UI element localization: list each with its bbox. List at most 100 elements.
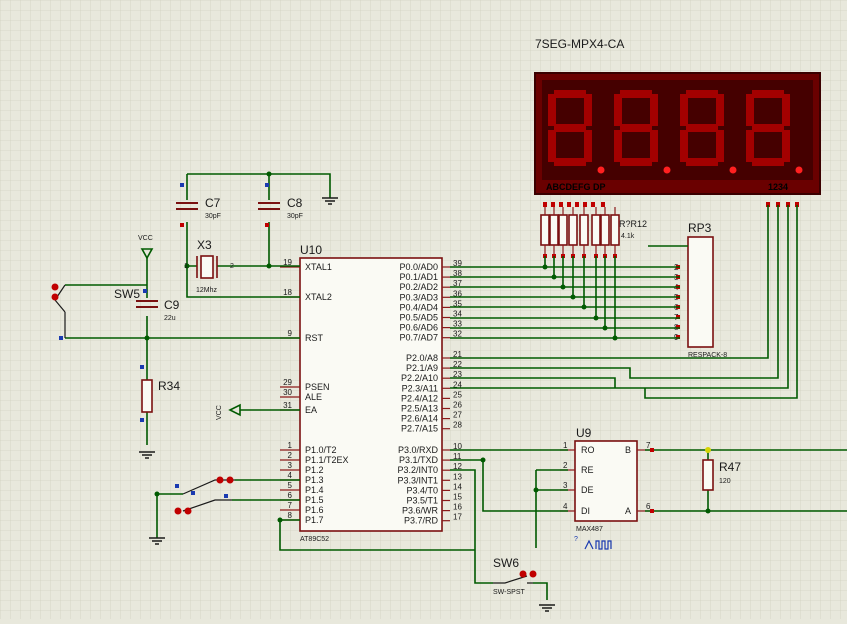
u10-pin-number: 36 [453, 289, 462, 298]
segment [554, 90, 586, 98]
rp3-pin-indicator [676, 325, 680, 329]
c9-capacitor[interactable]: C9 22u [136, 298, 180, 322]
segment [752, 124, 784, 132]
u10-part: AT89C52 [300, 536, 329, 543]
vcc-label-2: VCC [216, 405, 223, 420]
u9-pin-number: 2 [563, 461, 568, 470]
pin-indicators [59, 183, 654, 513]
u10-pin-name: P0.3/AD3 [399, 292, 438, 302]
u10-pin-name: P1.7 [305, 515, 324, 525]
u10-pin-name: P0.1/AD1 [399, 272, 438, 282]
u10-pin-number: 24 [453, 380, 462, 389]
u10-pin-number: 16 [453, 503, 462, 512]
u10-pin-name: P3.0/RXD [398, 445, 439, 455]
display-pins [543, 202, 799, 207]
array-resistor [540, 214, 550, 246]
u9-pin-number: 7 [646, 441, 651, 450]
segment [686, 158, 718, 166]
u10-pin-number: 34 [453, 310, 462, 319]
u10-pin-name: P1.3 [305, 475, 324, 485]
u10-pin-name: EA [305, 405, 317, 415]
u10-pin-number: 39 [453, 259, 462, 268]
u10-pin-name: P0.4/AD4 [399, 302, 438, 312]
u10-pin-number: 19 [283, 258, 292, 267]
u10-pin-number: 6 [288, 491, 293, 500]
display-pin [559, 202, 563, 207]
u10-pin-name: P1.1/T2EX [305, 455, 349, 465]
p1-switch-pair[interactable] [174, 476, 236, 515]
u10-pin-number: 7 [288, 501, 293, 510]
ground-icon-r34 [139, 451, 155, 459]
r34-resistor[interactable]: R34 [141, 379, 180, 413]
decimal-point [795, 166, 803, 174]
u10-pin-number: 25 [453, 390, 462, 399]
u10-pin-name: P1.2 [305, 465, 324, 475]
ground-icon-sw6 [539, 604, 555, 612]
u10-pin-name: ALE [305, 392, 322, 402]
r34-ref: R34 [158, 379, 180, 393]
decimal-point [597, 166, 605, 174]
c7-value: 30pF [205, 213, 221, 220]
segment [746, 130, 754, 162]
u10-pin-name: P0.2/AD2 [399, 282, 438, 292]
display-pin [591, 202, 595, 207]
resistor-array-ref: R?R12 [619, 219, 647, 229]
x3-ref: X3 [197, 238, 212, 252]
segment [650, 130, 658, 162]
u10-pin-name: XTAL1 [305, 262, 332, 272]
u9-pin-name: RO [581, 445, 595, 455]
display-pin [551, 202, 555, 207]
u10-right-pins: 39P0.0/AD038P0.1/AD137P0.2/AD236P0.3/AD3… [397, 259, 462, 526]
segment [686, 124, 718, 132]
u10-pin-number: 17 [453, 513, 462, 522]
digit-3 [680, 90, 737, 174]
u10-pin-number: 26 [453, 401, 462, 410]
segment [614, 94, 622, 126]
sw5-switch[interactable]: SW5 [51, 283, 141, 339]
x3-crystal[interactable]: X3 12Mhz 1 2 [184, 238, 234, 294]
display-digit-pin [776, 202, 780, 207]
u10-pin-number: 35 [453, 299, 462, 308]
junction-probe-b [705, 447, 711, 453]
u10-pin-name: P3.3/INT1 [397, 475, 438, 485]
rp3-pin-indicator [676, 315, 680, 319]
array-resistor [558, 214, 568, 246]
u10-pin-number: 38 [453, 269, 462, 278]
u10-pin-name: P3.1/TXD [399, 455, 439, 465]
u10-pin-number: 30 [283, 388, 292, 397]
u9-pin-name: B [625, 445, 631, 455]
u10-pin-number: 9 [288, 329, 293, 338]
u10-pin-name: P1.4 [305, 485, 324, 495]
segment [680, 130, 688, 162]
r47-ref: R47 [719, 460, 741, 474]
u10-pin-number: 33 [453, 320, 462, 329]
u10-pin-number: 4 [288, 471, 293, 480]
sw6-part: SW-SPST [493, 589, 525, 596]
c8-capacitor[interactable]: C8 30pF [258, 196, 303, 220]
display-pin [601, 202, 605, 207]
vcc-symbol-2: VCC [216, 403, 241, 420]
vcc-label-1: VCC [138, 235, 153, 242]
sw6-switch[interactable]: SW6 SW-SPST [493, 556, 537, 596]
u10-pin-name: P2.1/A9 [406, 363, 438, 373]
c7-capacitor[interactable]: C7 30pF [176, 196, 221, 220]
segment [752, 158, 784, 166]
resistor-array[interactable]: R?R12 4.1k [540, 207, 647, 258]
u10-pin-name: P0.5/AD5 [399, 313, 438, 323]
rp3-pin-indicator [676, 335, 680, 339]
segment [716, 94, 724, 126]
u10-pin-number: 5 [288, 481, 293, 490]
r47-resistor[interactable]: R47 120 [702, 459, 741, 491]
array-resistor [600, 214, 610, 246]
u10-body [299, 257, 443, 532]
segment [752, 90, 784, 98]
u10-pin-number: 13 [453, 472, 462, 481]
display-digit-pin [786, 202, 790, 207]
seven-seg-display[interactable]: 7SEG-MPX4-CA ABCDEFG DP 1234 [534, 37, 821, 207]
u9-pin-number: 3 [563, 481, 568, 490]
segment [620, 158, 652, 166]
